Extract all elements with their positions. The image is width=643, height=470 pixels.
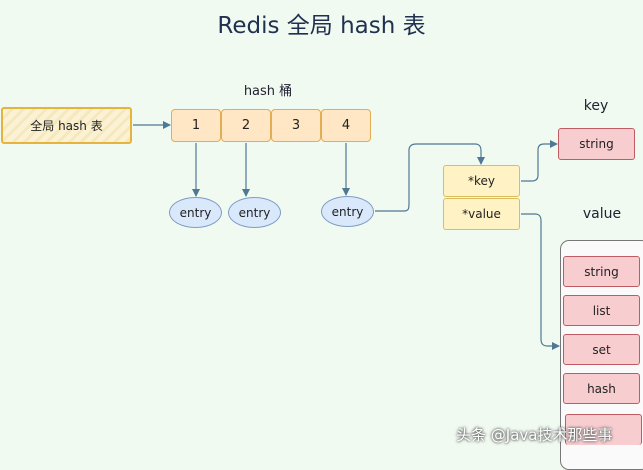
hash-bucket-3: 3 bbox=[271, 109, 321, 142]
key-caption: key bbox=[583, 98, 609, 114]
value-caption: value bbox=[582, 206, 622, 222]
connector-arrows bbox=[133, 121, 560, 350]
key-field-to-key-type-arrow bbox=[521, 140, 558, 182]
entry-node-2: entry bbox=[228, 197, 281, 228]
hash-bucket-caption: hash 桶 bbox=[243, 84, 293, 99]
value-type-zset: zset bbox=[565, 414, 642, 445]
value-type-hash: hash bbox=[563, 373, 640, 404]
hash-bucket-1: 1 bbox=[171, 109, 221, 142]
key-type-string: string bbox=[558, 128, 635, 160]
global-hash-table-label: 全局 hash 表 bbox=[30, 119, 103, 133]
value-type-set: set bbox=[563, 334, 640, 365]
global-hash-table: 全局 hash 表 bbox=[1, 107, 132, 144]
entry-node-1: entry bbox=[169, 197, 222, 228]
watermark: 头条 @Java技术那些事 bbox=[456, 426, 613, 444]
entry-value-field: *value bbox=[443, 198, 520, 230]
diagram-title: Redis 全局 hash 表 bbox=[217, 13, 426, 39]
value-type-string: string bbox=[563, 256, 640, 287]
hash-bucket-2: 2 bbox=[221, 109, 271, 142]
value-field-to-value-types-arrow bbox=[521, 213, 560, 350]
entry-to-key-field-arrow bbox=[375, 143, 485, 212]
value-type-list: list bbox=[563, 295, 640, 326]
entry-node-4: entry bbox=[321, 196, 374, 227]
hash-bucket-4: 4 bbox=[321, 109, 371, 142]
entry-key-field: *key bbox=[443, 165, 520, 197]
